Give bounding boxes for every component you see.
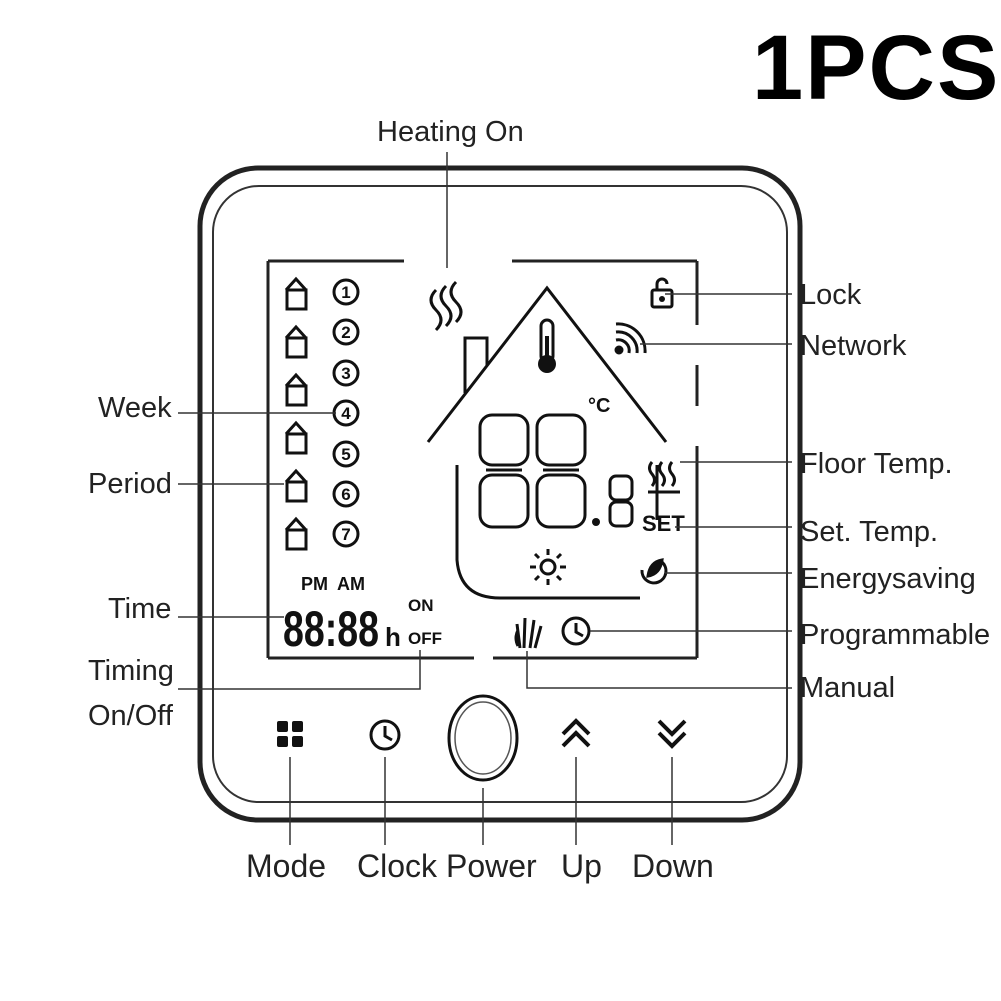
week-label: Week [98,392,172,424]
up-label: Up [561,848,602,884]
network-label: Network [800,330,907,362]
week-day-5: 5 [341,445,350,464]
manual-label: Manual [800,672,896,704]
period-label: Period [88,468,172,500]
clock-button[interactable] [369,719,401,751]
mode-button[interactable] [277,721,303,747]
quantity-badge: 1PCS [752,17,1001,119]
leader-lines [178,152,792,845]
week-day-numbers: 1 2 3 4 5 6 7 [341,283,351,544]
energysaving-label: Energysaving [800,563,976,595]
period-house-2 [284,324,308,359]
power-button[interactable] [447,694,519,782]
heating-waves-icon [429,280,463,332]
week-day-4: 4 [341,404,351,423]
floor-heat-icon [648,461,680,494]
week-day-1: 1 [341,283,350,302]
wifi-signal-icon [614,322,647,355]
up-button[interactable] [561,718,591,748]
time-digits: 88:88 [283,601,379,657]
week-day-2: 2 [341,323,350,342]
period-house-3 [284,372,308,407]
temperature-digits-segments [478,413,634,529]
double-chevron-up-icon [561,718,591,748]
heating-on-label: Heating On [377,116,524,148]
thermometer-icon [538,318,556,373]
week-day-3: 3 [341,364,350,383]
week-day-circles [332,278,360,548]
clock-icon [369,719,401,751]
device-inner-frame [212,185,788,803]
set-temp-label: Set. Temp. [800,516,939,548]
time-label: Time [108,593,172,625]
period-house-1 [284,276,308,311]
celsius-unit: °C [588,395,610,417]
week-day-6: 6 [341,485,350,504]
lock-label: Lock [800,279,862,311]
power-label: Power [446,848,537,884]
period-house-5 [284,468,308,503]
decimal-point [592,518,600,526]
clock-icon [561,616,591,646]
double-chevron-down-icon [657,719,687,749]
leaf-icon [640,558,668,585]
hand-icon [514,617,543,649]
mode-label: Mode [246,848,327,884]
hour-unit: h [385,622,401,652]
device-outer-frame [197,165,803,823]
timing-label-line1: Timing [88,655,174,687]
timing-on-indicator: ON [408,596,434,615]
down-label: Down [632,848,714,884]
programmable-label: Programmable [800,619,991,651]
house-outline [426,285,668,600]
period-house-6 [284,516,308,551]
pm-indicator: PM [301,574,328,594]
set-indicator: SET [642,511,685,536]
timing-label-line2: On/Off [88,700,173,732]
am-indicator: AM [337,574,365,594]
down-button[interactable] [657,719,687,749]
period-house-4 [284,420,308,455]
week-house-icons [284,276,308,551]
lock-icon [650,277,674,309]
floor-temp-label: Floor Temp. [800,448,953,480]
grid-icon [277,721,303,747]
week-day-7: 7 [341,525,350,544]
sun-icon [530,549,566,585]
timing-off-indicator: OFF [408,629,442,648]
clock-label: Clock [357,848,438,884]
